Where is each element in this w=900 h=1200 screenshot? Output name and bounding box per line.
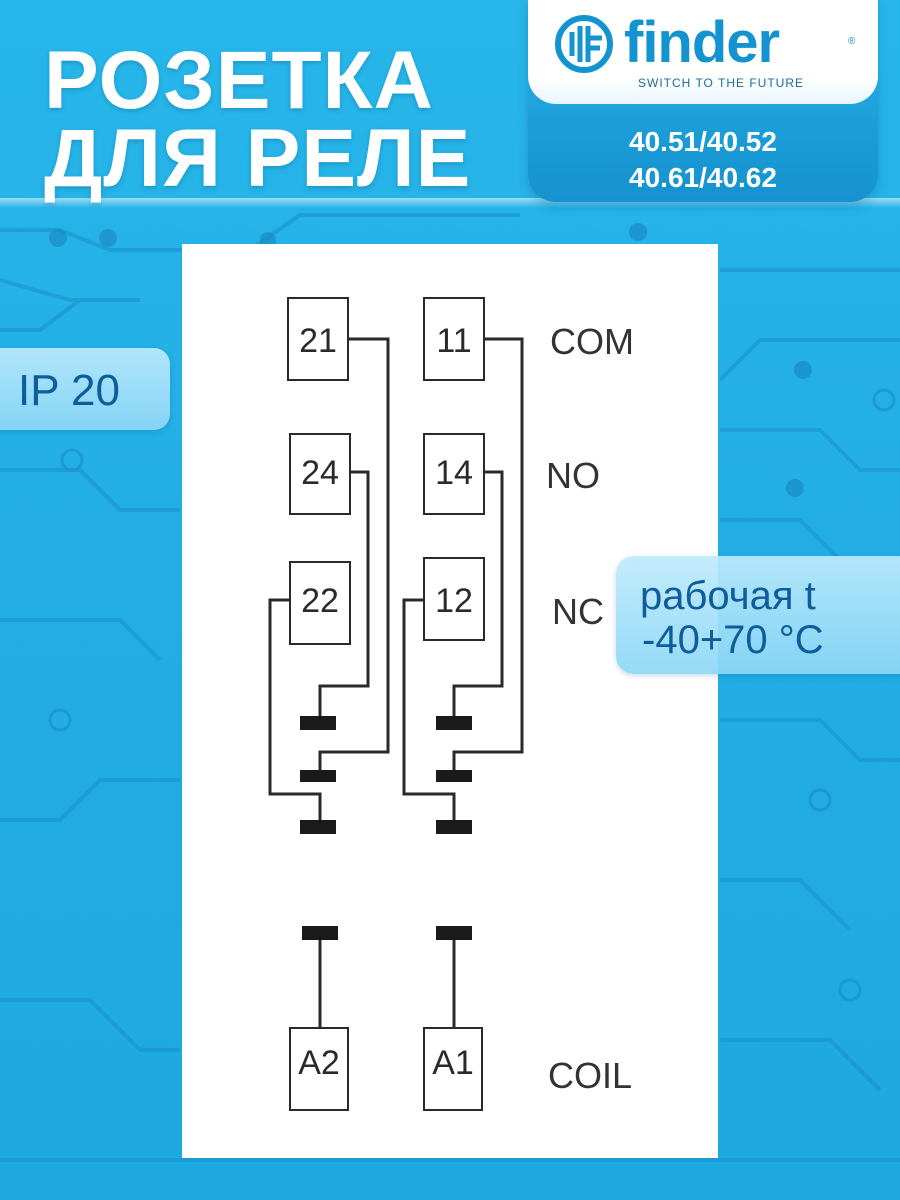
pin-coil-right [436,926,472,940]
terminal-box-a2 [289,1027,349,1111]
operating-temperature-badge: рабочая t -40+70 °C [616,556,900,674]
wiring-diagram-card: 21 11 24 14 22 12 A2 A1 COM NO NC COIL [182,244,718,1158]
terminal-label-12: 12 [435,582,473,620]
label-nc: NC [552,591,604,632]
brand-slogan: SWITCH TO THE FUTURE [638,76,805,90]
ip-rating-badge: IP 20 [0,348,170,430]
wire-24-no [318,470,370,716]
brand-name: finder [624,10,780,75]
brand-card: finder ® SWITCH TO THE FUTURE 40.51/40.5… [528,0,878,202]
wire-22-nc [268,598,322,820]
pin-nc-right [436,820,472,834]
pin-com-right [436,770,472,782]
temperature-label: рабочая t [640,574,816,618]
label-no: NO [546,455,600,496]
pin-coil-left [302,926,338,940]
terminal-box-a1 [423,1027,483,1111]
wiring-diagram: 21 11 24 14 22 12 A2 A1 COM NO NC COIL [268,297,634,1111]
terminal-label-21: 21 [299,322,337,360]
terminal-label-14: 14 [435,454,473,492]
brand-registered-mark: ® [848,36,856,47]
terminal-box-14 [423,433,485,515]
ip-rating-text: IP 20 [18,366,120,415]
finder-logo-icon [555,15,613,73]
brand-logo-area: finder ® SWITCH TO THE FUTURE [528,0,878,104]
terminal-box-12 [423,557,485,641]
wire-14-no [452,470,504,716]
pin-nc-left [300,820,336,834]
pin-com-left [300,770,336,782]
wire-21-com [318,337,390,770]
header-divider [0,198,900,208]
terminal-box-11 [423,297,485,381]
label-coil: COIL [548,1055,632,1096]
wire-11-com [452,337,524,770]
pin-no-right [436,716,472,730]
label-com: COM [550,321,634,362]
page-title-line-2: ДЛЯ РЕЛЕ [44,113,472,204]
terminal-label-22: 22 [301,582,339,620]
wire-12-nc [402,598,456,820]
terminal-box-22 [289,561,351,645]
page-title-line-1: РОЗЕТКА [44,35,434,126]
terminal-label-a2: A2 [298,1044,340,1082]
terminal-label-a1: A1 [432,1044,474,1082]
terminal-box-21 [287,297,349,381]
temperature-range: -40+70 °C [642,618,824,662]
pin-no-left [300,716,336,730]
terminal-box-24 [289,433,351,515]
model-number-1: 40.51/40.52 [629,126,777,157]
terminal-label-11: 11 [436,322,471,360]
model-number-2: 40.61/40.62 [629,162,777,193]
terminal-label-24: 24 [301,454,339,492]
